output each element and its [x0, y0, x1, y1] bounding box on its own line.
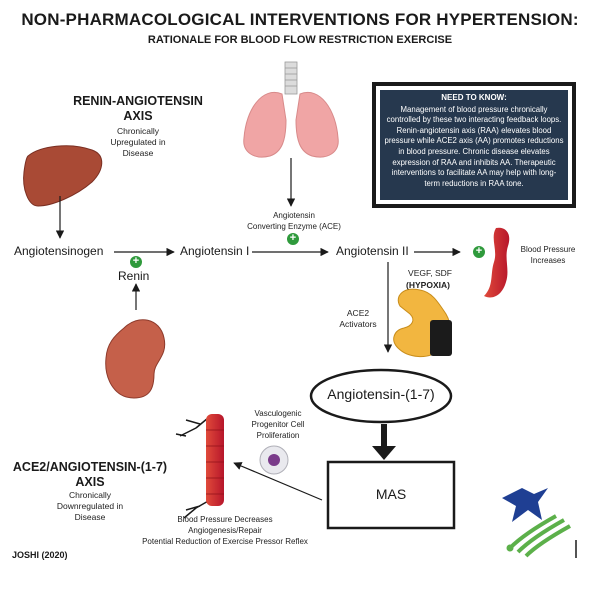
angiotensinogen-label: Angiotensinogen [14, 244, 104, 258]
hypoxia-label: (HYPOXIA) [406, 280, 450, 290]
ang17-ellipse [309, 368, 453, 424]
mas-box [326, 460, 456, 530]
need-to-know-heading: NEED TO KNOW: [441, 93, 507, 102]
bp-increases-label: Blood Pressure Increases [520, 245, 576, 265]
need-to-know-body: Management of blood pressure chronically… [384, 104, 564, 188]
raa-heading: RENIN-ANGIOTENSIN AXIS [73, 94, 203, 123]
renin-label: Renin [118, 269, 150, 283]
progenitor-cell-icon [259, 445, 289, 475]
need-to-know-box: NEED TO KNOW: Management of blood pressu… [372, 82, 576, 208]
kidney-icon [105, 319, 166, 399]
blood-vessel-down-icon [175, 414, 224, 519]
plus-bp-icon [473, 246, 485, 258]
raa-note: Chronically Upregulated in Disease [110, 126, 166, 158]
plus-renin-icon [130, 256, 142, 268]
angiotensin-2-label: Angiotensin II [336, 244, 409, 258]
plus-ace-icon [287, 233, 299, 245]
blood-vessel-up-icon [484, 227, 510, 298]
vegf-label: VEGF, SDF [408, 268, 452, 278]
ace-label: Angiotensin Converting Enzyme (ACE) [247, 211, 341, 231]
angiotensin-1-label: Angiotensin I [180, 244, 250, 258]
mas-label: MAS [375, 486, 407, 502]
bp-decreases-label: Blood Pressure Decreases Angiogenesis/Re… [142, 515, 308, 546]
ang17-label: Angiotensin-(1-7) [327, 386, 435, 402]
logo-icon [502, 488, 571, 558]
page-subtitle: RATIONALE FOR BLOOD FLOW RESTRICTION EXE… [147, 34, 453, 46]
aa-heading: ACE2/ANGIOTENSIN-(1-7) AXIS [12, 460, 168, 489]
citation: JOSHI (2020) [12, 550, 68, 560]
vasculogenic-label: Vasculogenic Progenitor Cell Proliferati… [251, 409, 305, 440]
plus-renin-glyph: + [132, 255, 140, 267]
liver-icon [23, 145, 103, 207]
plus-ace-glyph: + [289, 232, 297, 244]
plus-bp-glyph: + [475, 245, 483, 257]
lungs-icon [243, 61, 339, 158]
flexed-arm-icon [393, 288, 452, 357]
page-title: NON-PHARMACOLOGICAL INTERVENTIONS FOR HY… [21, 10, 579, 29]
aa-note: Chronically Downregulated in Disease [56, 490, 124, 522]
ace2-activators-label: ACE2 Activators [339, 308, 377, 329]
